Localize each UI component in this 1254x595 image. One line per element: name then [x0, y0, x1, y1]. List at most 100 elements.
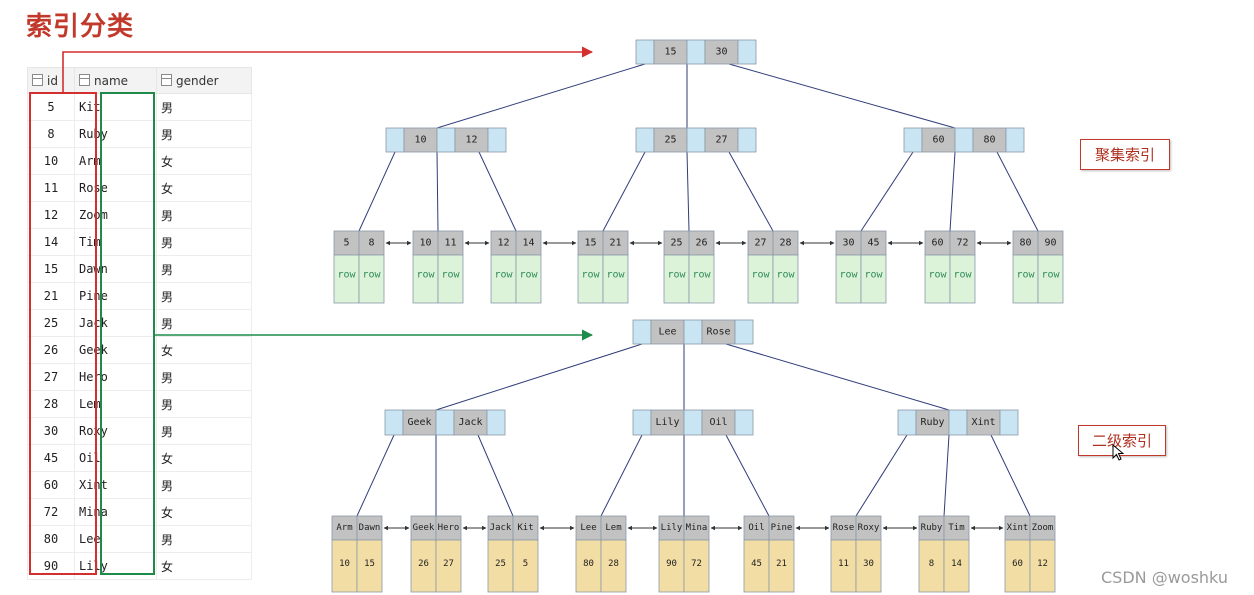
- leaf-value-text: 15: [364, 559, 375, 569]
- key-text: Kit: [517, 523, 533, 533]
- cell-id[interactable]: 27: [27, 363, 75, 391]
- cell-gender[interactable]: 男: [156, 309, 252, 337]
- leaf-value-text: 5: [523, 559, 528, 569]
- cell-name[interactable]: Jack: [73, 309, 158, 337]
- key-text: 12: [497, 238, 509, 249]
- leaf-key-cell: [1029, 515, 1056, 541]
- cell-name[interactable]: Lem: [73, 390, 158, 418]
- cell-gender[interactable]: 男: [156, 201, 252, 229]
- leaf-value-cell: [1004, 539, 1031, 593]
- leaf-value-text: row: [362, 270, 381, 281]
- cell-id[interactable]: 72: [27, 498, 75, 526]
- pointer-cell: [734, 409, 754, 436]
- tree-edge: [436, 63, 646, 129]
- key-text: 26: [695, 238, 707, 249]
- key-text: 30: [842, 238, 854, 249]
- cell-id[interactable]: 28: [27, 390, 75, 418]
- leaf-value-cell: [575, 539, 602, 593]
- leaf-key-cell: [658, 515, 685, 541]
- cell-id[interactable]: 26: [27, 336, 75, 364]
- cell-name[interactable]: Dawn: [73, 255, 158, 283]
- leaf-value-text: 80: [583, 559, 594, 569]
- tree-edge: [477, 434, 514, 517]
- leaf-value-text: row: [519, 270, 538, 281]
- cell-gender[interactable]: 女: [156, 336, 252, 364]
- cell-gender[interactable]: 女: [156, 444, 252, 472]
- pointer-cell: [737, 39, 757, 65]
- cell-gender[interactable]: 女: [156, 498, 252, 526]
- tree-edge: [990, 434, 1031, 517]
- tree-edge: [728, 63, 956, 129]
- column-icon: [32, 73, 43, 86]
- leaf-key-cell: [683, 515, 710, 541]
- leaf-key-cell: [435, 515, 462, 541]
- cell-gender[interactable]: 男: [156, 525, 252, 553]
- cell-id[interactable]: 10: [27, 147, 75, 175]
- key-text: 15: [584, 238, 596, 249]
- leaf-key-cell: [490, 230, 517, 256]
- leaf-value-cell: [437, 254, 464, 304]
- cell-gender[interactable]: 女: [156, 552, 252, 580]
- pointer-cell: [737, 127, 757, 153]
- key-text: Xint: [971, 417, 995, 428]
- column-header-gender[interactable]: gender: [156, 67, 252, 94]
- key-text: Rose: [833, 523, 855, 533]
- cell-gender[interactable]: 女: [156, 174, 252, 202]
- cell-id[interactable]: 11: [27, 174, 75, 202]
- leaf-value-text: 60: [1012, 559, 1023, 569]
- tree-edge: [602, 151, 646, 232]
- leaf-value-text: row: [581, 270, 600, 281]
- leaf-key-cell: [943, 515, 970, 541]
- key-text: 25: [664, 135, 676, 146]
- pointer-cell: [948, 409, 968, 436]
- cell-id[interactable]: 21: [27, 282, 75, 310]
- cell-gender[interactable]: 男: [156, 120, 252, 148]
- key-text: Lee: [580, 523, 596, 533]
- key-text: 8: [368, 238, 374, 249]
- cell-id[interactable]: 90: [27, 552, 75, 580]
- leaf-value-cell: [949, 254, 976, 304]
- key-text: 25: [670, 238, 682, 249]
- key-text: Roxy: [858, 523, 880, 533]
- tree-edge: [725, 434, 770, 517]
- leaf-value-cell: [860, 254, 887, 304]
- leaf-value-cell: [683, 539, 710, 593]
- leaf-value-text: row: [1016, 270, 1035, 281]
- leaf-value-text: 25: [495, 559, 506, 569]
- mouse-cursor-icon: [1112, 444, 1124, 461]
- column-header-id[interactable]: id: [27, 67, 75, 94]
- key-text: Jack: [490, 523, 512, 533]
- pointer-cell: [686, 39, 706, 65]
- cell-gender[interactable]: 女: [156, 147, 252, 175]
- cell-gender[interactable]: 男: [156, 363, 252, 391]
- key-text: Lee: [658, 327, 676, 338]
- key-text: Lily: [661, 523, 683, 533]
- cell-id[interactable]: 5: [27, 93, 75, 121]
- cell-id[interactable]: 30: [27, 417, 75, 445]
- cell-id[interactable]: 25: [27, 309, 75, 337]
- leaf-key-cell: [924, 230, 951, 256]
- cell-gender[interactable]: 男: [156, 390, 252, 418]
- cell-id[interactable]: 80: [27, 525, 75, 553]
- tree-edge: [943, 434, 950, 517]
- key-text: Geek: [413, 523, 435, 533]
- cell-id[interactable]: 60: [27, 471, 75, 499]
- cell-gender[interactable]: 男: [156, 93, 252, 121]
- leaf-key-cell: [949, 230, 976, 256]
- cell-id[interactable]: 45: [27, 444, 75, 472]
- key-cell: [972, 127, 1007, 153]
- leaf-key-cell: [663, 230, 690, 256]
- leaf-value-text: 72: [691, 559, 702, 569]
- key-text: 28: [779, 238, 791, 249]
- key-cell: [966, 409, 1001, 436]
